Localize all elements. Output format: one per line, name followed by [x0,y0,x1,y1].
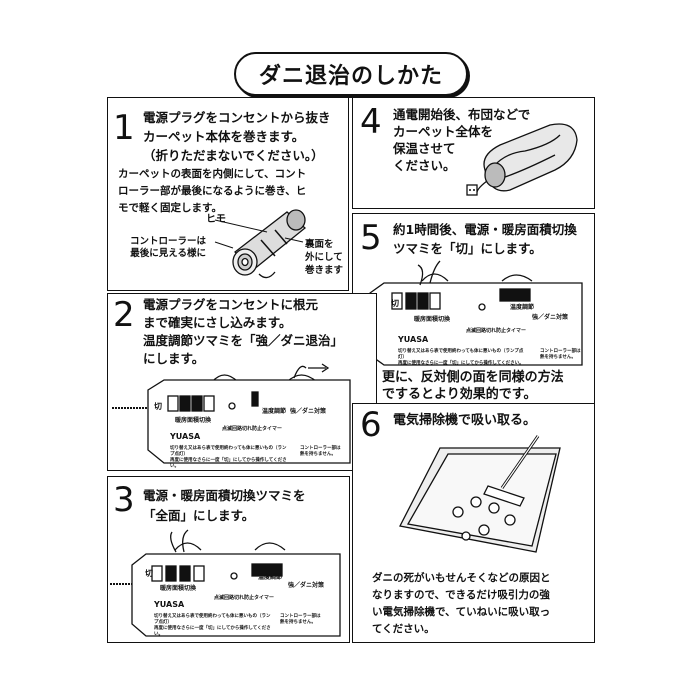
step-5-controller [362,260,583,366]
step-1-back-label: 裏面を 外にして 巻きます [305,239,344,276]
step-2-number: 2 [113,295,135,335]
step-3-temp-label: 温度調節 [258,574,283,581]
step-1-body: カーペットの表面を内側にして、コント ローラー部が最後になるように巻き、ヒ モで… [118,168,307,214]
step-1-controller-label: コントローラーは 最後に見える様に [130,236,207,259]
step-2-heading: 電源プラグをコンセントに根元 まで確実にさし込みます。 温度調節ツマミを「強／ダ… [143,297,344,366]
step-6-heading: 電気掃除機で吸い取る。 [393,413,537,428]
step-3-controller [110,529,341,637]
step-1-number: 1 [113,108,135,148]
step-3-brand: YUASA [154,600,185,609]
step-6-number: 6 [360,405,382,445]
covered-carpet-illustration [466,123,578,196]
step-2-strong-label: 強／ダニ対策 [290,408,327,415]
step-2-off-label: 切 [154,402,162,411]
step-3-timer-label: 点滅回路切れ防止タイマー [214,595,275,601]
step-2-note-left: 切り替え又はあら表で使用終わっても体に悪いもの（ランプ点灯） 再度に使用なさらに… [170,446,287,469]
step-5-number: 5 [360,218,382,258]
step-5-switch-label: 暖房面積切換 [414,316,451,323]
step-3-number: 3 [113,480,135,520]
step-5-after: 更に、反対側の面を同様の方法 でするとより効果的です。 [382,370,564,402]
step-5-heading: 約1時間後、電源・暖房面積切換 ツマミを「切」にします。 [393,222,577,256]
step-3-heading: 電源・暖房面積切換ツマミを 「全面」にします。 [143,488,306,523]
rolled-carpet-illustration [214,209,307,279]
step-1-himo-label: ヒモ [206,214,226,225]
step-6-body: ダニの死がいもせんそくなどの原因と なりますので、できるだけ吸引力の強 い電気掃… [372,572,551,635]
step-2-timer-label: 点滅回路切れ防止タイマー [222,426,283,432]
step-5-temp-label: 温度調節 [510,304,535,311]
step-1-heading: 電源プラグをコンセントから抜き カーペット本体を巻きます。 （折りただまないでく… [143,110,331,163]
step-3-note-left: 切り替え又はあら表で使用終わっても体に悪いもの（ランプ点灯） 再度に使用なさらに… [154,614,271,637]
page-title: ダニ退治のしかた [234,52,468,96]
step-5-note-left: 切り替え又はあら表で使用終わっても体に悪いもの（ランプ点灯） 再度に使用なさらに… [398,349,524,366]
step-3-switch-label: 暖房面積切換 [160,585,197,592]
step-5-strong-label: 強／ダニ対策 [532,314,569,321]
step-5-off-label: 切 [391,299,399,308]
step-5-note-right: コントローラー部は 熱を持ちません。 [540,349,581,360]
step-1-panel [107,97,349,291]
step-3-off-label: 切 [145,569,153,578]
step-2-switch-label: 暖房面積切換 [175,417,212,424]
step-5-brand: YUASA [398,335,429,344]
step-5-timer-label: 点滅回路切れ防止タイマー [466,328,527,334]
step-2-temp-label: 温度調節 [262,408,287,415]
step-2-brand: YUASA [170,432,201,441]
step-2-note-right: コントローラー部は 熱を持ちません。 [300,446,341,457]
step-2-controller [112,363,351,464]
step-3-note-right: コントローラー部は 熱を持ちません。 [280,614,321,625]
step-3-strong-label: 強／ダニ対策 [288,582,325,589]
step-4-heading: 通電開始後、布団などで カーペット全体を 保温させて ください。 [393,107,531,173]
step-4-number: 4 [360,102,382,142]
vacuum-carpet-illustration [399,435,561,553]
